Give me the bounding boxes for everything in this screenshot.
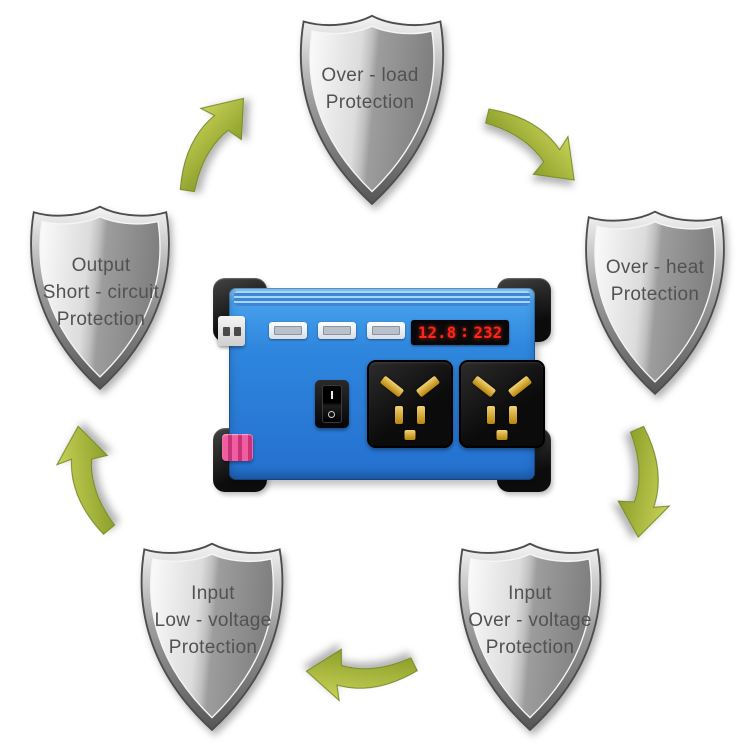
arrow-up-icon — [53, 424, 115, 539]
socket-contact-icon — [487, 406, 495, 424]
label-over-heat: Over - heat Protection — [572, 254, 738, 308]
label-line: Output — [71, 255, 131, 276]
switch-off-mark-icon — [328, 411, 335, 418]
label-line: Input — [508, 583, 552, 604]
display-dots-icon — [463, 328, 467, 337]
power-switch — [315, 380, 349, 428]
label-line: Low - voltage — [154, 610, 272, 631]
label-output-short-circuit: Output Short - circuit Protection — [18, 252, 184, 333]
socket-contact-icon — [404, 430, 416, 440]
label-line: Over - heat — [605, 257, 705, 278]
side-power-connector — [222, 434, 253, 461]
ac-socket-left — [367, 360, 453, 448]
label-line: Protection — [325, 92, 415, 113]
inverter-body: 12.8 232 — [218, 288, 545, 480]
power-inverter: 12.8 232 — [207, 278, 557, 492]
label-line: Input — [191, 583, 235, 604]
socket-contact-icon — [379, 375, 405, 398]
usb-port-icon — [318, 322, 356, 339]
label-input-over-voltage: Input Over - voltage Protection — [447, 580, 613, 661]
arrow-down-right-icon — [480, 82, 592, 197]
label-over-load: Over - load Protection — [287, 62, 453, 116]
label-line: Protection — [485, 637, 575, 658]
led-display: 12.8 232 — [411, 320, 509, 345]
socket-contact-icon — [509, 406, 517, 424]
socket-contact-icon — [507, 375, 533, 398]
output-readout: 232 — [473, 323, 503, 342]
voltage-readout: 12.8 — [417, 323, 457, 342]
switch-on-mark-icon — [331, 391, 333, 399]
label-line: Short - circuit — [42, 282, 160, 303]
ac-socket-right — [459, 360, 545, 448]
label-line: Protection — [168, 637, 258, 658]
rocker-toggle — [322, 385, 342, 423]
arrow-up-right-icon — [151, 82, 263, 198]
side-terminal-block — [218, 316, 245, 346]
label-line: Protection — [56, 309, 146, 330]
usb-port-icon — [367, 322, 405, 339]
arrow-left-icon — [303, 645, 418, 709]
label-line: Over - voltage — [468, 610, 592, 631]
socket-contact-icon — [471, 375, 497, 398]
label-input-low-voltage: Input Low - voltage Protection — [130, 580, 296, 661]
socket-contact-icon — [417, 406, 425, 424]
socket-contact-icon — [415, 375, 441, 398]
usb-port-icon — [269, 322, 307, 339]
arrow-down-icon — [613, 424, 682, 541]
heat-sink-fins — [234, 291, 530, 306]
socket-contact-icon — [496, 430, 508, 440]
socket-contact-icon — [395, 406, 403, 424]
label-line: Protection — [610, 284, 700, 305]
label-line: Over - load — [321, 65, 419, 86]
